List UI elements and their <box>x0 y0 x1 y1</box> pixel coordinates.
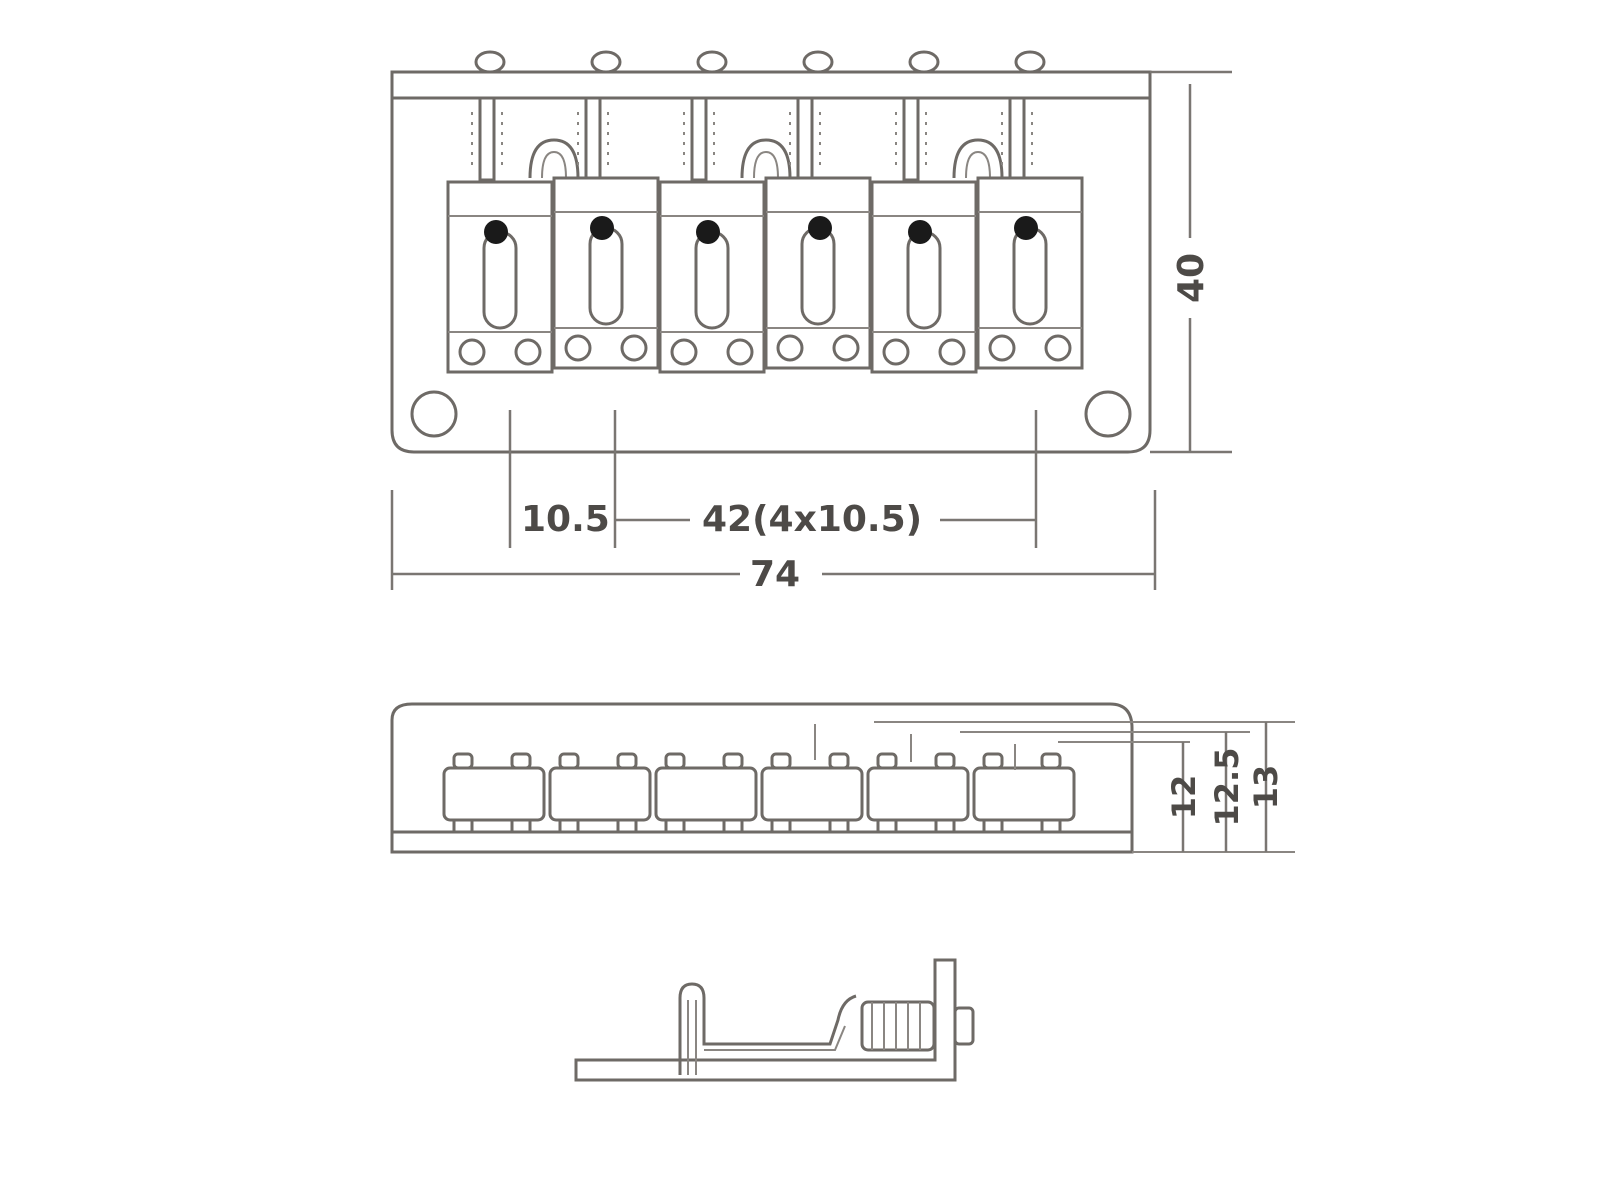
string-loop-inner <box>965 150 991 179</box>
front-saddle <box>760 766 864 822</box>
mounting-hole-left <box>410 390 458 438</box>
screw-shaft <box>690 96 708 182</box>
front-screw <box>1040 752 1062 770</box>
front-foot <box>616 818 638 834</box>
front-base-plate <box>390 702 1134 854</box>
saddle-screw <box>484 220 508 244</box>
front-view: 12 12.5 13 <box>390 702 1295 854</box>
height-screw <box>726 338 754 366</box>
dimension-height-a-label: 12 <box>1165 775 1203 820</box>
front-screw <box>558 752 580 770</box>
front-saddle <box>866 766 970 822</box>
height-screw <box>832 334 860 362</box>
side-saddle <box>678 982 857 1075</box>
string-loop <box>952 138 1004 179</box>
screw-shaft <box>1008 96 1026 182</box>
height-screw <box>988 334 1016 362</box>
side-base-plate <box>574 958 957 1082</box>
string-loop <box>740 138 792 179</box>
saddle-slot <box>800 226 836 326</box>
height-screw <box>458 338 486 366</box>
screw-head <box>696 50 728 74</box>
saddle-screw <box>908 220 932 244</box>
front-foot <box>664 818 686 834</box>
saddle-screw <box>696 220 720 244</box>
screw-shaft <box>584 96 602 182</box>
front-screw <box>770 752 792 770</box>
saddle-slot <box>694 230 730 330</box>
front-saddle <box>972 766 1076 822</box>
base-plate <box>390 70 1152 454</box>
front-foot <box>770 818 792 834</box>
dimension-height-b-label: 12.5 <box>1208 748 1246 827</box>
saddle-screw <box>590 216 614 240</box>
screw-head <box>590 50 622 74</box>
screw-shaft <box>902 96 920 182</box>
dimension-overall-width: 74 <box>390 490 1157 595</box>
front-foot <box>934 818 956 834</box>
screw-shaft <box>796 96 814 182</box>
height-screw <box>620 334 648 362</box>
front-screw <box>876 752 898 770</box>
front-saddle <box>548 766 652 822</box>
string-loop-inner <box>753 150 779 179</box>
screw-head <box>1014 50 1046 74</box>
saddle-screw <box>1014 216 1038 240</box>
screw-head <box>474 50 506 74</box>
height-screw <box>938 338 966 366</box>
saddle-slot <box>1012 226 1048 326</box>
front-foot <box>876 818 898 834</box>
front-foot <box>510 818 532 834</box>
dimension-string-span-label: 42(4x10.5) <box>702 499 922 540</box>
dimension-height-label: 40 <box>1171 253 1212 303</box>
front-screw <box>616 752 638 770</box>
front-screw <box>828 752 850 770</box>
saddle-slot <box>588 226 624 326</box>
height-screw <box>564 334 592 362</box>
front-foot <box>722 818 744 834</box>
dimension-height-c-label: 13 <box>1247 765 1285 810</box>
side-spring <box>860 1000 936 1052</box>
front-screw <box>452 752 474 770</box>
saddle-slot <box>482 230 518 330</box>
string-loop <box>528 138 580 179</box>
height-screw <box>670 338 698 366</box>
front-foot <box>828 818 850 834</box>
front-screw <box>982 752 1004 770</box>
saddle-slot <box>906 230 942 330</box>
dimension-string-spacing: 10.5 42(4x10.5) <box>508 410 1038 548</box>
dimension-overall-width-label: 74 <box>750 554 800 595</box>
mounting-hole-right <box>1084 390 1132 438</box>
height-screw <box>514 338 542 366</box>
side-view <box>574 958 975 1082</box>
front-foot <box>558 818 580 834</box>
screw-head <box>908 50 940 74</box>
front-saddle <box>442 766 546 822</box>
dimension-height-40: 40 <box>1150 70 1232 454</box>
front-foot <box>982 818 1004 834</box>
front-saddle <box>654 766 758 822</box>
height-screw <box>882 338 910 366</box>
screw-shaft <box>478 96 496 182</box>
dimension-first-spacing-label: 10.5 <box>521 499 610 540</box>
height-screw <box>776 334 804 362</box>
front-foot <box>1040 818 1062 834</box>
front-screw <box>934 752 956 770</box>
front-screw <box>664 752 686 770</box>
front-screw <box>510 752 532 770</box>
dimension-front-heights: 12 12.5 13 <box>1165 722 1285 852</box>
saddle-screw <box>808 216 832 240</box>
top-view: 40 10.5 42(4x10.5) 74 <box>390 50 1232 595</box>
front-foot <box>452 818 474 834</box>
string-loop-inner <box>541 150 567 179</box>
screw-head <box>802 50 834 74</box>
height-screw <box>1044 334 1072 362</box>
front-screw <box>722 752 744 770</box>
